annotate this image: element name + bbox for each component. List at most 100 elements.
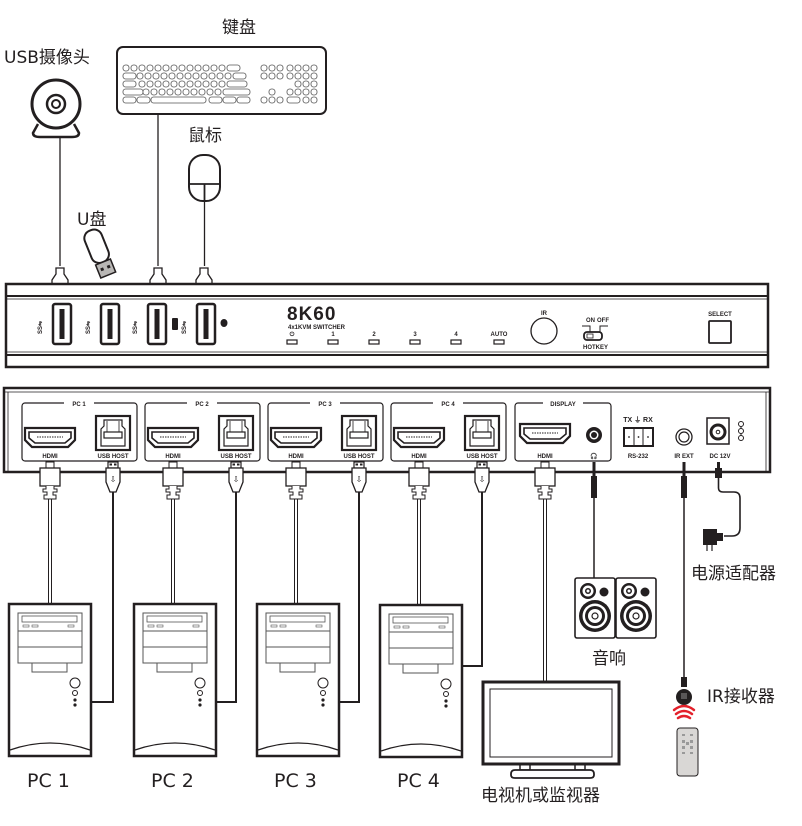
mouse-port-icon [220,319,228,327]
pc-port-group-4: PC 4 HDMI USB HOST [390,399,507,462]
pc-group-title: PC 3 [318,402,332,408]
display-hdmi-cable [534,461,556,682]
pc-group-title: PC 1 [72,402,86,408]
hdmi-plug [39,461,61,500]
pc-group-title: PC 4 [441,402,455,408]
speakers-icon [574,577,657,639]
usb-plug [351,461,367,493]
brand-name: 8K60 [287,304,336,325]
pc-cable-set-1 [39,461,121,703]
pc-label: PC 1 [27,770,70,792]
hotkey-label: HOTKEY [583,345,608,351]
led-indicator [409,339,421,345]
front-usb-port-keyboard[interactable]: SS⇋ [131,302,178,346]
power-adapter-icon [703,529,723,551]
ir-signal-icon [672,704,696,720]
hdmi-plug [285,461,307,500]
usb-host-label: USB HOST [466,454,497,460]
hotkey-switch[interactable]: ON OFF HOTKEY [582,318,609,351]
hdmi-input-port[interactable] [146,426,200,449]
usb-host-port[interactable] [340,414,378,452]
mouse-label: 鼠标 [188,126,222,146]
led-indicator [493,339,505,345]
hdmi-label: HDMI [165,454,181,460]
webcam-label: USB摄像头 [4,48,90,68]
usb-host-label: USB HOST [343,454,374,460]
polarity-icon [738,421,744,441]
svg-text:SS⇋: SS⇋ [84,321,92,334]
display-device-label: 电视机或监视器 [481,786,600,806]
pc-label: PC 4 [397,770,440,792]
display-group-title: DISPLAY [550,402,575,408]
pc-port-group-1: PC 1 HDMI USB HOST [21,399,138,462]
display-hdmi-label: HDMI [537,454,553,460]
remote-control-icon [676,727,699,777]
dc-power-port[interactable]: DC 12V [706,417,744,460]
hdmi-plug [408,461,430,500]
usb-host-port[interactable] [94,414,132,452]
headphone-icon: 🎧 [590,452,597,460]
hdmi-label: HDMI [411,454,427,460]
svg-text:SS⇋: SS⇋ [131,321,139,334]
pc-label: PC 3 [274,770,317,792]
usb-host-label: USB HOST [97,454,128,460]
pc-cable-set-4 [408,461,490,667]
usb-plug [105,461,121,493]
rs232-pin-labels: TX ⏚ RX [623,416,653,424]
hdmi-label: HDMI [42,454,58,460]
led-indicator [327,339,339,345]
dc-label: DC 12V [709,454,730,460]
rs232-port[interactable]: TX ⏚ RX RS-232 [623,416,654,460]
usb-drive-icon [83,228,117,279]
pc-tower-icon [378,603,464,759]
svg-text:SS⇋: SS⇋ [180,321,188,334]
ir-ext-label: IR EXT [674,454,694,460]
pc-port-group-3: PC 3 HDMI USB HOST [267,399,384,462]
led-label: 3 [413,332,417,338]
svg-text:IR: IR [541,311,548,317]
pc-cable-set-2 [162,461,244,703]
led-label: ⏻ [290,331,295,338]
pc-tower-icon [7,602,93,758]
hdmi-label: HDMI [288,454,304,460]
pc-group-title: PC 2 [195,402,209,408]
pc-label: PC 2 [151,770,194,792]
front-usb-port-2[interactable]: SS⇋ [84,302,121,346]
usb-drive-label: U盘 [77,210,107,230]
speakers-label: 音响 [592,649,626,669]
hdmi-input-port[interactable] [269,426,323,449]
pc-tower-icon [132,602,218,758]
power-adapter-label: 电源适配器 [691,564,776,584]
front-panel [4,282,770,369]
hdmi-input-port[interactable] [23,426,77,449]
mouse-icon [188,154,221,266]
ir-ext-cable [681,462,687,677]
ir-ext-port[interactable]: IR EXT [674,428,694,460]
front-usb-port-mouse[interactable]: SS⇋ [180,302,228,346]
usb-plug [474,461,490,493]
usb-host-port[interactable] [217,414,255,452]
keyboard-port-icon [172,318,178,330]
webcam-icon [30,78,82,266]
led-label: AUTO [491,332,508,338]
select-button[interactable]: SELECT [708,312,732,344]
usb-host-port[interactable] [463,414,501,452]
keyboard-icon [116,46,327,266]
model-name: 4x1KVM SWITCHER [288,325,346,331]
hdmi-input-port[interactable] [392,426,446,449]
hdmi-plug [162,461,184,500]
hotkey-on-label: ON [586,318,595,324]
ir-receiver-icon [676,677,692,705]
front-usb-port-1[interactable]: SS⇋ [36,302,73,346]
display-hdmi-port[interactable] [518,422,572,445]
led-label: 1 [331,332,335,338]
audio-out-port[interactable] [586,427,602,443]
monitor-icon [481,680,621,779]
pc-tower-icon [255,602,341,758]
svg-text:SS⇋: SS⇋ [36,321,44,334]
led-label: 4 [454,332,458,338]
rs232-label: RS-232 [628,454,649,460]
